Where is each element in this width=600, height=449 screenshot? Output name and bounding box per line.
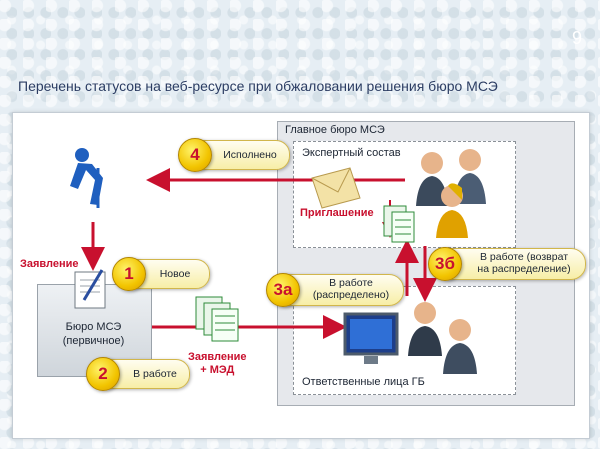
status-3a-line-2: (распределено)	[312, 289, 390, 301]
status-3b-badge	[434, 248, 586, 280]
status-2-text: В работе	[126, 368, 184, 380]
status-1-number: 1	[112, 257, 146, 291]
responsible-box	[293, 286, 516, 395]
status-3a-line-1: В работе	[329, 277, 373, 289]
disabled-person-icon	[70, 148, 103, 208]
status-3b-line-2: на распределение)	[477, 263, 571, 275]
application-med-line-1: Заявление	[188, 351, 247, 363]
responsible-label: Ответственные лица ГБ	[302, 376, 425, 388]
status-3a-number: 3а	[266, 273, 300, 307]
status-2-number: 2	[86, 357, 120, 391]
status-4-text: Исполнено	[218, 149, 282, 161]
primary-bureau-line-2: (первичное)	[62, 335, 125, 347]
status-3b-line-1: В работе (возврат	[480, 251, 568, 263]
status-3b-text: В работе (возврат на распределение)	[466, 251, 582, 275]
document-pen-icon	[74, 269, 106, 309]
status-1-line-1: Новое	[159, 268, 191, 280]
application-label: Заявление	[20, 258, 79, 270]
application-med-label: Заявление + МЭД	[188, 351, 247, 377]
expert-spreadsheet-icon	[383, 205, 415, 243]
status-2-line-1: В работе	[133, 368, 177, 380]
primary-bureau-label: Бюро МСЭ (первичное)	[37, 320, 150, 348]
envelope-icon	[311, 167, 361, 209]
primary-bureau-line-1: Бюро МСЭ	[65, 321, 122, 333]
main-bureau-label: Главное бюро МСЭ	[285, 124, 385, 136]
status-3b-number: 3б	[428, 247, 462, 281]
status-4-line-1: Исполнено	[223, 149, 277, 161]
slide-title: Перечень статусов на веб-ресурсе при обж…	[18, 78, 498, 94]
status-1-text: Новое	[150, 268, 200, 280]
people-group-icon	[416, 149, 486, 238]
invitation-label: Приглашение	[300, 207, 374, 219]
computer-user-icon	[343, 302, 477, 374]
status-3a-text: В работе (распределено)	[304, 277, 398, 301]
slide-number: 9	[571, 28, 582, 48]
spreadsheet-icon	[195, 296, 239, 342]
status-4-number: 4	[178, 138, 212, 172]
expert-group-label: Экспертный состав	[302, 147, 401, 159]
application-med-line-2: + МЭД	[200, 364, 235, 376]
